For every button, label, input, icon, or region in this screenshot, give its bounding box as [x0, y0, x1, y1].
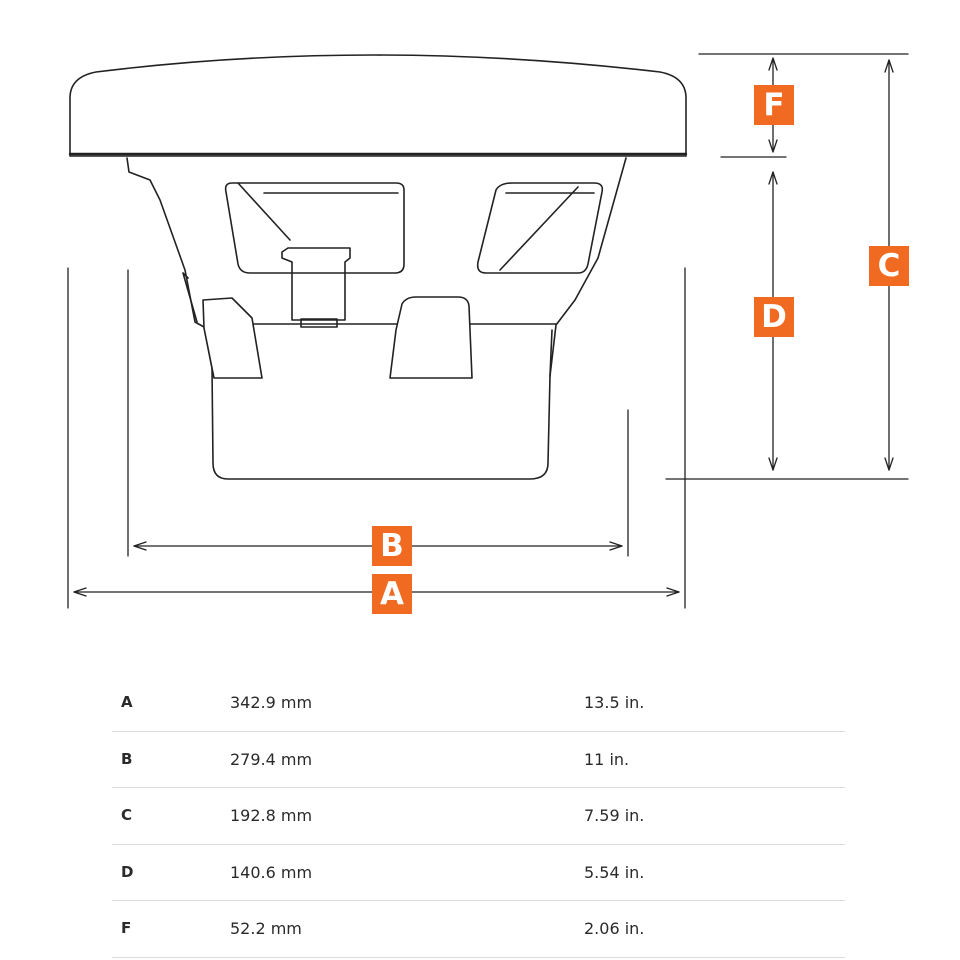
badge-f: F: [754, 85, 794, 125]
badge-a: A: [372, 574, 412, 614]
dimension-table: A 342.9 mm 13.5 in. B 279.4 mm 11 in. C …: [112, 675, 845, 958]
table-row: B 279.4 mm 11 in.: [112, 732, 845, 788]
dimension-inch: 5.54 in.: [584, 862, 645, 882]
dimension-inch: 13.5 in.: [584, 693, 645, 712]
mount-foot-right: [389, 296, 473, 379]
terminal-block: [281, 247, 351, 321]
table-row: D 140.6 mm 5.54 in.: [112, 845, 845, 901]
extension-lines: [67, 53, 909, 609]
terminal-base: [300, 318, 338, 328]
table-row: F 52.2 mm 2.06 in.: [112, 901, 845, 958]
basket-window-left: [224, 182, 405, 274]
speaker-drawing: [67, 53, 909, 609]
window-left-strut: [237, 182, 291, 241]
window-right-strut: [499, 186, 579, 271]
dimension-label: D: [121, 862, 134, 881]
dimension-mm: 140.6 mm: [230, 862, 313, 882]
dimension-label: F: [121, 919, 132, 937]
dimension-label: A: [121, 693, 133, 711]
dimension-mm: 52.2 mm: [230, 919, 302, 938]
speaker-basket: [126, 157, 627, 480]
dimension-inch: 2.06 in.: [584, 919, 645, 938]
dimension-inch: 11 in.: [584, 749, 630, 769]
badge-d: D: [754, 297, 794, 337]
table-row: C 192.8 mm 7.59 in.: [112, 788, 845, 845]
mount-foot-left: [202, 297, 263, 379]
badge-b: B: [372, 526, 412, 566]
badge-c: C: [869, 246, 909, 286]
dimension-label: B: [121, 749, 133, 768]
dimension-inch: 7.59 in.: [584, 806, 645, 825]
dimension-diagram: F C D B A: [67, 53, 909, 614]
dimension-mm: 279.4 mm: [230, 749, 313, 769]
basket-tab-right: [549, 329, 553, 377]
dimension-mm: 342.9 mm: [230, 693, 313, 712]
dimension-label: C: [121, 806, 133, 824]
speaker-grille: [69, 54, 687, 157]
dimension-mm: 192.8 mm: [230, 806, 313, 825]
basket-tab-left: [182, 272, 198, 323]
table-row: A 342.9 mm 13.5 in.: [112, 675, 845, 732]
basket-window-right: [476, 182, 604, 274]
